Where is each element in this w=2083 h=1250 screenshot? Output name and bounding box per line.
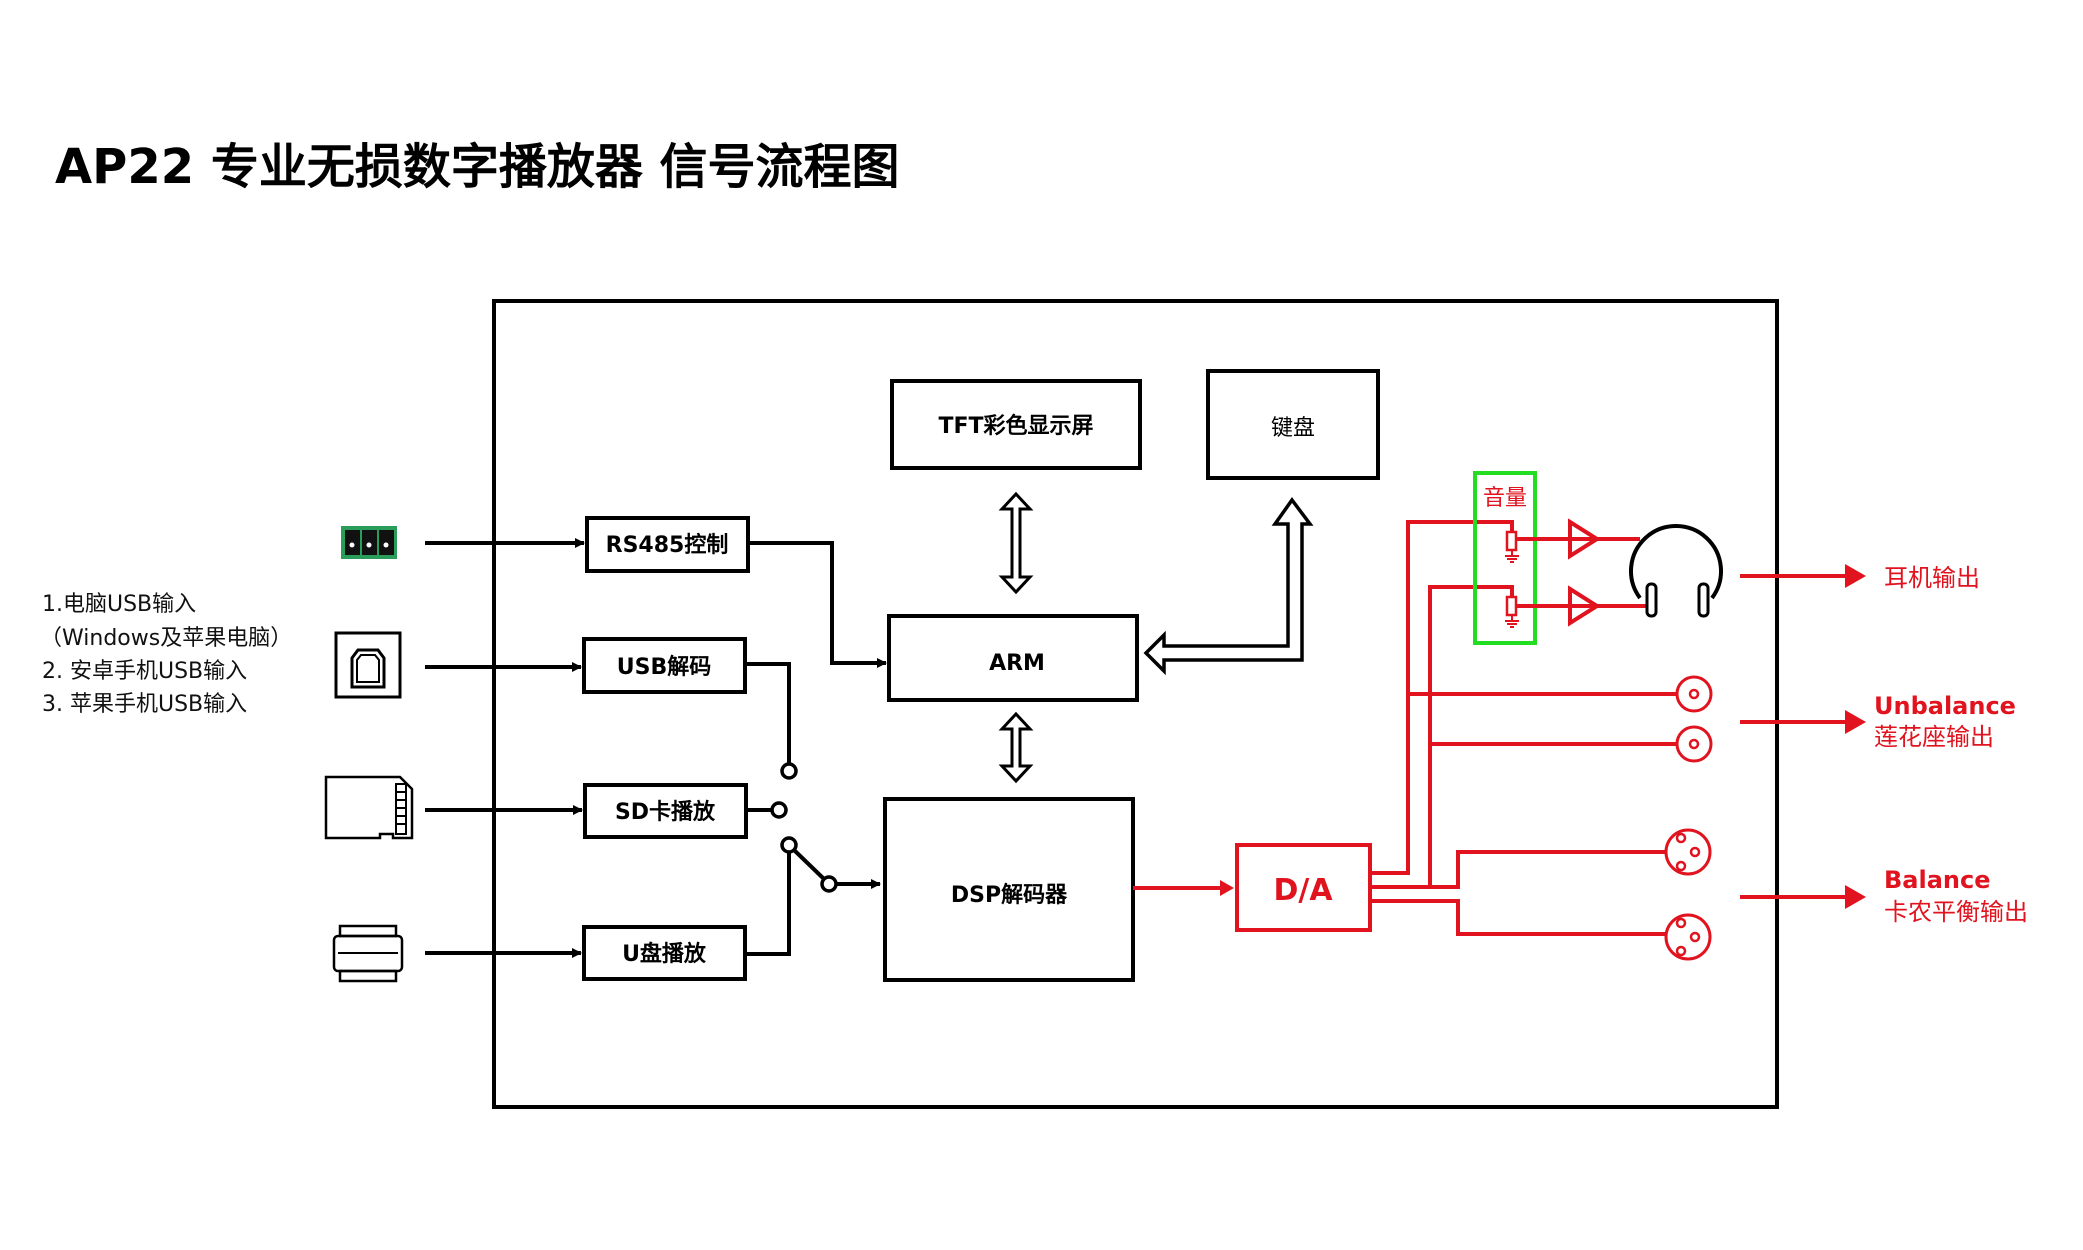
headphone-icon [1629, 524, 1723, 618]
rs485-label: RS485控制 [606, 532, 729, 558]
tft-display-block: TFT彩色显示屏 [890, 379, 1142, 470]
xlr-jack-icon [1664, 913, 1712, 961]
balance-output-arrow [1740, 885, 1866, 909]
rs485-to-arm-line [748, 541, 887, 668]
amplifier-icon [1568, 518, 1601, 560]
source-selector-switch [745, 662, 881, 956]
sd-card-icon [324, 775, 414, 840]
unbalance-output-title: Unbalance [1874, 692, 2016, 720]
terminal-block-icon [341, 526, 397, 559]
usb-decode-block: USB解码 [582, 637, 747, 694]
tft-display-label: TFT彩色显示屏 [938, 413, 1093, 439]
usb-note-3: 2. 安卓手机USB输入 [42, 659, 247, 684]
page-title: AP22 专业无损数字播放器 信号流程图 [55, 139, 900, 195]
usb-a-port-icon [332, 924, 404, 983]
usb-note-4: 3. 苹果手机USB输入 [42, 692, 247, 717]
device-frame [492, 299, 1779, 1109]
keyboard-label: 键盘 [1271, 416, 1315, 441]
potentiometer-icon [1505, 595, 1600, 628]
arm-block: ARM [887, 614, 1139, 702]
tft-arm-bidirectional-arrow [998, 491, 1034, 595]
arm-keyboard-bidirectional-arrow [1143, 497, 1314, 676]
da-label: D/A [1273, 873, 1333, 908]
usb-note-1: 1.电脑USB输入 [42, 592, 196, 617]
arm-dsp-bidirectional-arrow [998, 711, 1034, 784]
unbalance-output-label: 莲花座输出 [1874, 723, 1994, 751]
usb-decode-label: USB解码 [617, 654, 711, 680]
dsp-to-da-arrowhead [1220, 880, 1234, 896]
dsp-decoder-label: DSP解码器 [951, 882, 1068, 908]
amplifier-icon [1568, 585, 1601, 627]
headphone-output-arrow [1740, 564, 1866, 588]
rs485-block: RS485控制 [585, 516, 750, 573]
sd-play-block: SD卡播放 [583, 783, 748, 839]
volume-label: 音量 [1483, 486, 1527, 511]
udisk-play-label: U盘播放 [622, 941, 707, 967]
usb-note-2: （Windows及苹果电脑） [40, 626, 292, 651]
dsp-decoder-block: DSP解码器 [883, 797, 1135, 982]
keyboard-block: 键盘 [1206, 369, 1380, 480]
rca-jack-icon [1675, 675, 1713, 713]
xlr-left-line [1430, 850, 1665, 889]
balance-output-label: 卡农平衡输出 [1884, 898, 2028, 926]
usb-b-port-icon [334, 631, 402, 699]
arm-label: ARM [989, 651, 1045, 676]
right-channel-line [1370, 585, 1514, 889]
udisk-play-block: U盘播放 [582, 925, 747, 981]
unbalance-output-arrow [1740, 710, 1866, 734]
headphone-output-label: 耳机输出 [1884, 564, 1980, 592]
potentiometer-icon [1505, 530, 1600, 563]
xlr-jack-icon [1664, 828, 1712, 876]
left-channel-line [1370, 520, 1514, 875]
da-converter-block: D/A [1235, 843, 1372, 932]
xlr-right-line [1370, 899, 1665, 936]
sd-play-label: SD卡播放 [615, 799, 716, 825]
balance-output-title: Balance [1884, 866, 1991, 894]
volume-control-box: 音量 [1473, 471, 1537, 645]
rca-jack-icon [1675, 725, 1713, 763]
